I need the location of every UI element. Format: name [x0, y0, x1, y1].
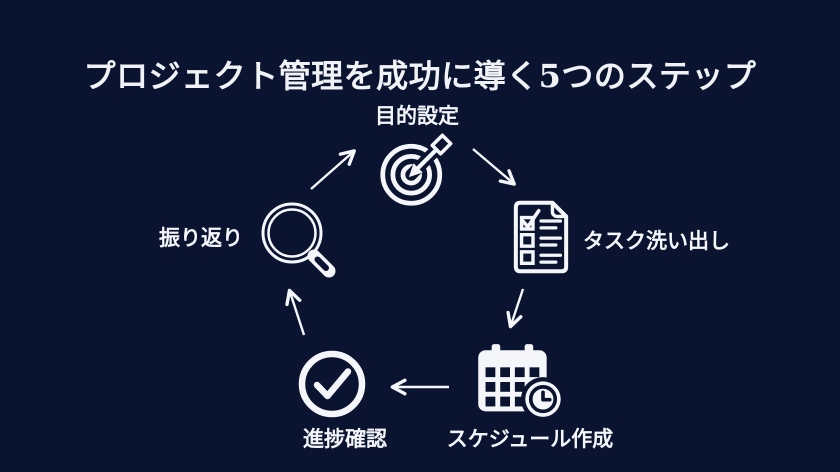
step-label: タスク洗い出し [583, 228, 730, 253]
step-goal-setting: 目的設定 [317, 100, 517, 130]
step-schedule-creation: スケジュール作成 [420, 423, 640, 453]
step-label: 目的設定 [375, 103, 459, 128]
calendar-clock-icon [477, 344, 565, 422]
arrow-review-to-goal [310, 149, 356, 190]
arrow-progress-to-review [285, 288, 306, 336]
arrow-goal-to-tasks [472, 148, 516, 186]
step-review: 振り返り [101, 222, 301, 252]
check-circle-icon [297, 349, 367, 419]
magnifying-glass-icon [253, 195, 339, 285]
page-title: プロジェクト管理を成功に導く5つのステップ [83, 57, 757, 96]
step-label: 進捗確認 [303, 426, 387, 451]
checklist-icon [509, 198, 573, 276]
target-dart-icon [378, 132, 454, 208]
step-label: 振り返り [159, 225, 243, 250]
step-label: スケジュール作成 [446, 426, 614, 451]
step-task-listing: タスク洗い出し [583, 225, 730, 255]
step-progress-check: 進捗確認 [265, 423, 425, 453]
arrow-tasks-to-schedule [506, 288, 525, 329]
